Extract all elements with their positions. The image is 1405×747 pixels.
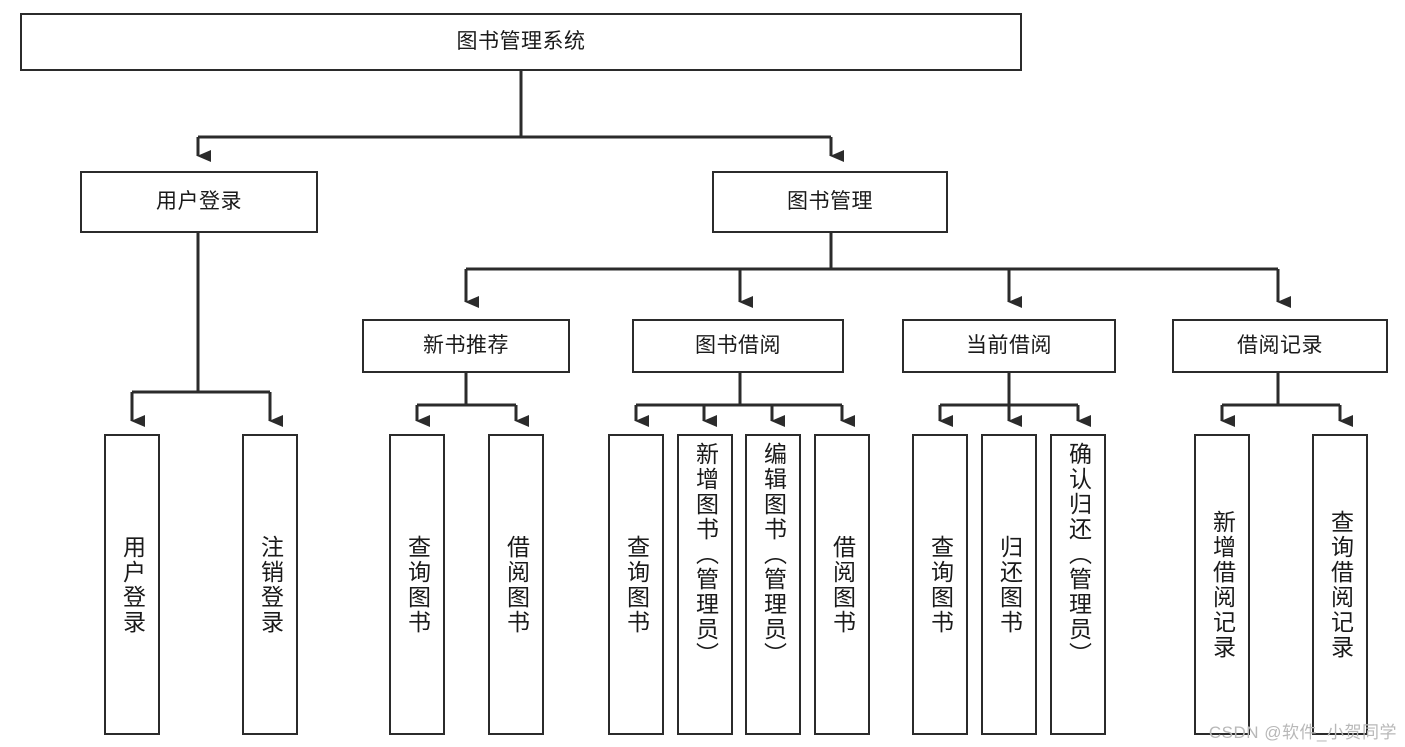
node-label: 查询图书 <box>404 534 431 635</box>
node-root-system[interactable]: 图书管理系统 <box>20 13 1022 71</box>
node-label: 用户登录 <box>156 189 242 213</box>
node-new-book-recommend[interactable]: 新书推荐 <box>362 319 570 373</box>
node-label: 新增图书（管理员） <box>692 442 719 667</box>
node-label: 注销登录 <box>257 534 284 635</box>
node-current-borrow[interactable]: 当前借阅 <box>902 319 1116 373</box>
node-borrow-record[interactable]: 借阅记录 <box>1172 319 1388 373</box>
leaf-borrow-book-recommend[interactable]: 借阅图书 <box>488 434 544 735</box>
node-label: 图书借阅 <box>695 333 781 357</box>
node-book-management[interactable]: 图书管理 <box>712 171 948 233</box>
csdn-watermark: CSDN @软件_小贺同学 <box>1208 723 1397 742</box>
node-label: 图书管理 <box>787 189 873 213</box>
leaf-logout-login[interactable]: 注销登录 <box>242 434 298 735</box>
leaf-confirm-return-admin[interactable]: 确认归还（管理员） <box>1050 434 1106 735</box>
node-label: 归还图书 <box>996 534 1023 635</box>
node-label: 借阅记录 <box>1237 333 1323 357</box>
node-label: 查询图书 <box>623 534 650 635</box>
node-label: 当前借阅 <box>966 333 1052 357</box>
leaf-query-book-borrow[interactable]: 查询图书 <box>608 434 664 735</box>
node-label: 用户登录 <box>119 534 146 635</box>
leaf-query-book-current[interactable]: 查询图书 <box>912 434 968 735</box>
node-label: 编辑图书（管理员） <box>760 442 787 667</box>
node-label: 查询借阅记录 <box>1327 509 1354 660</box>
node-book-borrow[interactable]: 图书借阅 <box>632 319 844 373</box>
leaf-user-login[interactable]: 用户登录 <box>104 434 160 735</box>
node-user-login[interactable]: 用户登录 <box>80 171 318 233</box>
node-label: 新书推荐 <box>423 333 509 357</box>
node-label: 借阅图书 <box>503 534 530 635</box>
node-label: 查询图书 <box>927 534 954 635</box>
leaf-query-book-recommend[interactable]: 查询图书 <box>389 434 445 735</box>
leaf-add-borrow-record[interactable]: 新增借阅记录 <box>1194 434 1250 735</box>
leaf-borrow-book[interactable]: 借阅图书 <box>814 434 870 735</box>
node-label: 确认归还（管理员） <box>1065 442 1092 667</box>
leaf-add-book-admin[interactable]: 新增图书（管理员） <box>677 434 733 735</box>
leaf-query-borrow-record[interactable]: 查询借阅记录 <box>1312 434 1368 735</box>
node-label: 借阅图书 <box>829 534 856 635</box>
node-label: 图书管理系统 <box>456 29 586 53</box>
leaf-edit-book-admin[interactable]: 编辑图书（管理员） <box>745 434 801 735</box>
node-label: 新增借阅记录 <box>1209 509 1236 660</box>
leaf-return-book[interactable]: 归还图书 <box>981 434 1037 735</box>
